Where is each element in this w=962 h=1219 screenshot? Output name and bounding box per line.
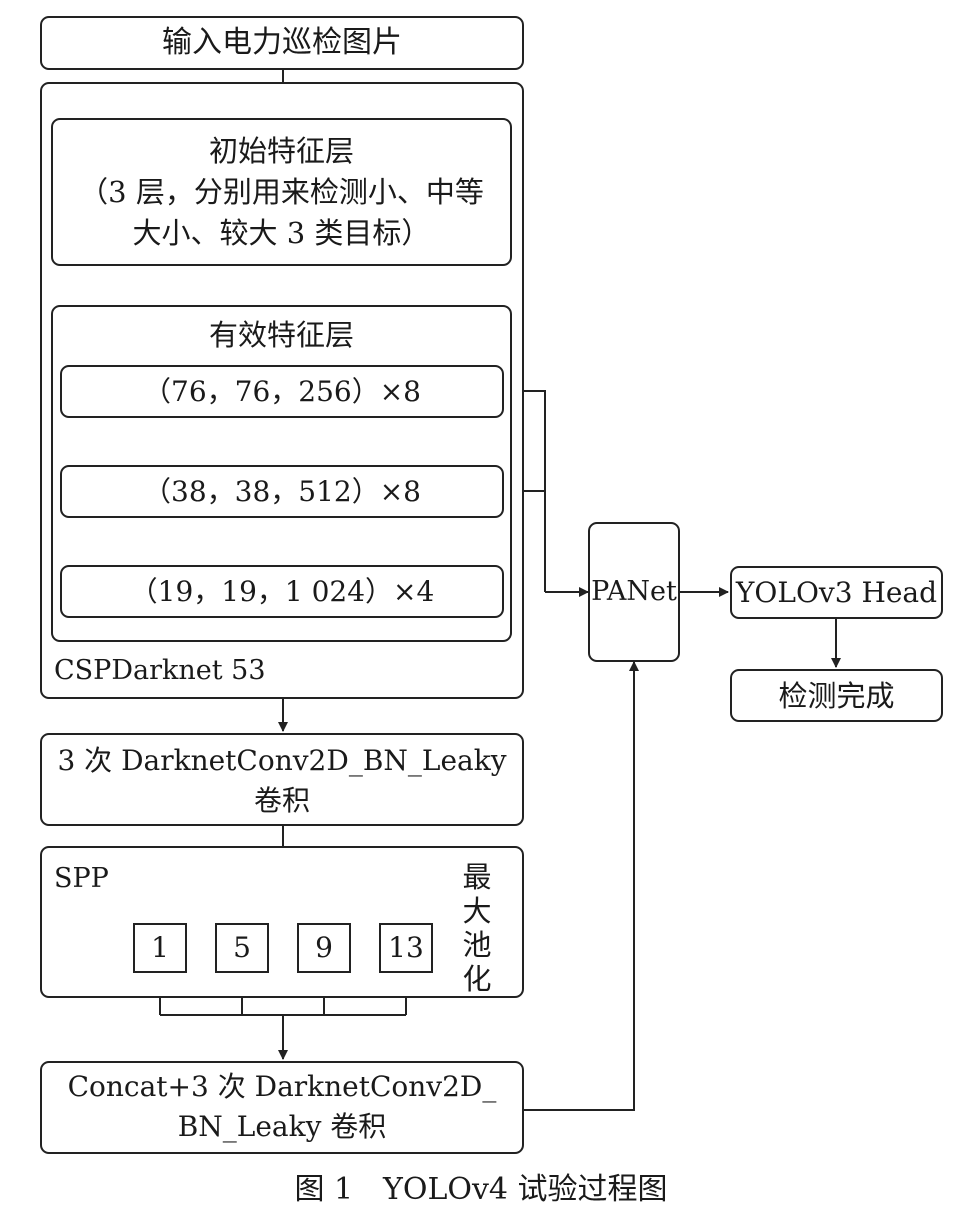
feature-layer-19: （19，19，1 024）×4 [60, 565, 504, 618]
conv-block [40, 733, 524, 826]
detection-done-text: 检测完成 [778, 678, 895, 713]
effective-feature-title: 有效特征层 [208, 318, 354, 352]
feature-layer-38-text: （38，38，512）×8 [143, 474, 421, 508]
initial-feature-desc-1: （3 层，分别用来检测小、中等 [79, 175, 484, 209]
feature-layer-76: （76，76，256）×8 [60, 365, 504, 418]
initial-feature-desc-2: 大小、较大 3 类目标） [132, 216, 431, 250]
concat-block-line-1: Concat+3 次 DarknetConv2D_ [67, 1070, 497, 1103]
yolov3-head-box: YOLOv3 Head [730, 566, 943, 619]
panet-box: PANet [588, 522, 680, 662]
feature-layer-38: （38，38，512）×8 [60, 465, 504, 518]
initial-feature-box [51, 118, 512, 266]
panet-text: PANet [591, 576, 677, 607]
conv-block-line-2: 卷积 [253, 784, 310, 817]
input-box: 输入电力巡检图片 [40, 16, 524, 70]
pool-box-5: 5 [215, 923, 269, 973]
input-box-text: 输入电力巡检图片 [162, 25, 402, 60]
pool-box-9-text: 9 [315, 931, 333, 964]
pool-box-13-text: 13 [388, 931, 424, 964]
arrow-concat-to-panet [523, 661, 639, 1111]
pool-box-5-text: 5 [233, 931, 251, 964]
pool-box-13: 13 [379, 923, 433, 973]
conv-block-line-1: 3 次 DarknetConv2D_BN_Leaky [57, 744, 507, 777]
figure-caption: 图 1 YOLOv4 试验过程图 [294, 1172, 668, 1207]
yolov3-head-text: YOLOv3 Head [735, 575, 938, 609]
concat-block-line-2: BN_Leaky 卷积 [177, 1110, 387, 1143]
pool-box-9: 9 [297, 923, 351, 973]
initial-feature-title: 初始特征层 [208, 134, 354, 168]
detection-done-box: 检测完成 [730, 669, 943, 722]
feature-layer-19-text: （19，19，1 024）×4 [129, 574, 435, 608]
backbone-label: CSPDarknet 53 [54, 655, 266, 686]
spp-label: SPP [54, 863, 109, 894]
pool-box-1: 1 [133, 923, 187, 973]
max-pool-side-text: 最大池化 [462, 860, 492, 996]
feature-layer-76-text: （76，76，256）×8 [143, 374, 421, 408]
pool-box-1-text: 1 [151, 931, 169, 964]
spp-container [40, 846, 524, 998]
concat-block [40, 1061, 524, 1154]
